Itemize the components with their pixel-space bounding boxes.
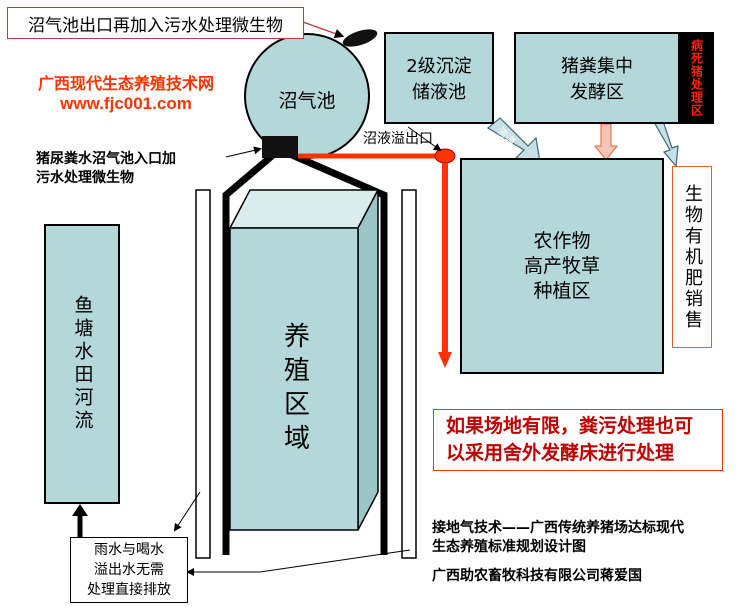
- inlet-block-shape: [262, 136, 298, 158]
- breeding-area-label: 养殖区域: [265, 315, 325, 465]
- advice-box: 如果场地有限，粪污处理也可 以采用舍外发酵床进行处理: [433, 409, 723, 471]
- breeding-area-text: 养殖区域: [279, 322, 310, 458]
- rain-arrow-left: [173, 491, 201, 532]
- crop-line2: 高产牧草: [523, 254, 600, 277]
- top-callout-text: 沼气池出口再加入污水处理微生物: [28, 15, 283, 36]
- right-drain-pipe: [290, 151, 388, 555]
- inlet-label-line1: 猪尿粪水沼气池入口加: [36, 151, 176, 167]
- to-fish-pond-arrowhead: [72, 504, 88, 516]
- settling-tank: 2级沉淀 储液池: [384, 32, 494, 124]
- overflow-down-arrowhead: [438, 352, 452, 368]
- caption-block: 接地气技术——广西传统养猪场达标现代 生态养殖标准规划设计图 广西助农畜牧科技有…: [432, 519, 742, 586]
- inlet-label-line2: 污水处理微生物: [36, 170, 134, 186]
- flow-block-arrow: [486, 117, 541, 163]
- advice-line2: 以采用舍外发酵床进行处理: [446, 442, 675, 464]
- advice-line1: 如果场地有限，粪污处理也可: [446, 415, 694, 437]
- crop-line1: 农作物: [533, 229, 591, 252]
- org-url[interactable]: www.fjc001.com: [60, 94, 192, 113]
- fermentation-line1: 猪粪集中: [561, 56, 633, 77]
- breeding-block-front: [229, 227, 359, 531]
- left-wall-shape: [195, 189, 211, 559]
- inlet-label: 猪尿粪水沼气池入口加 污水处理微生物: [36, 150, 226, 188]
- overflow-label: 沼液溢出口: [363, 131, 433, 147]
- fish-pond-area: 鱼塘水田河流: [44, 224, 120, 504]
- right-wall-shape: [401, 189, 417, 559]
- breeding-block-side: [357, 189, 379, 531]
- settling-tank-line2: 储液池: [412, 82, 466, 103]
- biogas-pool-label: 沼气池: [278, 90, 336, 112]
- fertilizer-sales-text: 生物有机肥销售: [682, 183, 703, 331]
- caption-line2: 生态养殖标准规划设计图: [432, 539, 586, 555]
- rain-arrow-right: [186, 549, 411, 576]
- org-title: 广西现代生态养殖技术网: [37, 74, 214, 93]
- rain-note-line1: 雨水与喝水: [94, 542, 164, 558]
- dead-pig-area: 病死猪处理区: [680, 32, 714, 124]
- fertilizer-sales-box: 生物有机肥销售: [672, 166, 712, 348]
- overflow-outlet-shape: [434, 148, 456, 164]
- caption-line1: 接地气技术——广西传统养猪场达标现代: [432, 520, 684, 536]
- top-callout-box: 沼气池出口再加入污水处理微生物: [7, 7, 304, 39]
- fermentation-to-crop-arrow: [593, 123, 619, 161]
- breeding-block-top: [228, 189, 380, 229]
- rain-note-line2: 溢出水无需: [94, 562, 164, 578]
- fish-pond-text: 鱼塘水田河流: [71, 295, 94, 433]
- settling-tank-line1: 2级沉淀: [406, 56, 472, 77]
- rain-note-line3: 处理直接排放: [87, 582, 171, 598]
- crop-area: 农作物 高产牧草 种植区: [460, 158, 664, 374]
- biogas-lid-shape: [342, 29, 378, 47]
- fermentation-area: 猪粪集中 发酵区: [514, 32, 680, 124]
- rain-note-box: 雨水与喝水 溢出水无需 处理直接排放: [70, 537, 188, 603]
- overflow-label-arrow: [407, 126, 442, 152]
- left-drain-pipe: [222, 152, 276, 555]
- inlet-label-arrow: [225, 146, 262, 158]
- fermentation-line2: 发酵区: [570, 82, 624, 103]
- caption-line3: 广西助农畜牧科技有限公司蒋爱国: [432, 568, 642, 584]
- crop-line3: 种植区: [533, 279, 591, 302]
- callout-arrow: [302, 21, 345, 39]
